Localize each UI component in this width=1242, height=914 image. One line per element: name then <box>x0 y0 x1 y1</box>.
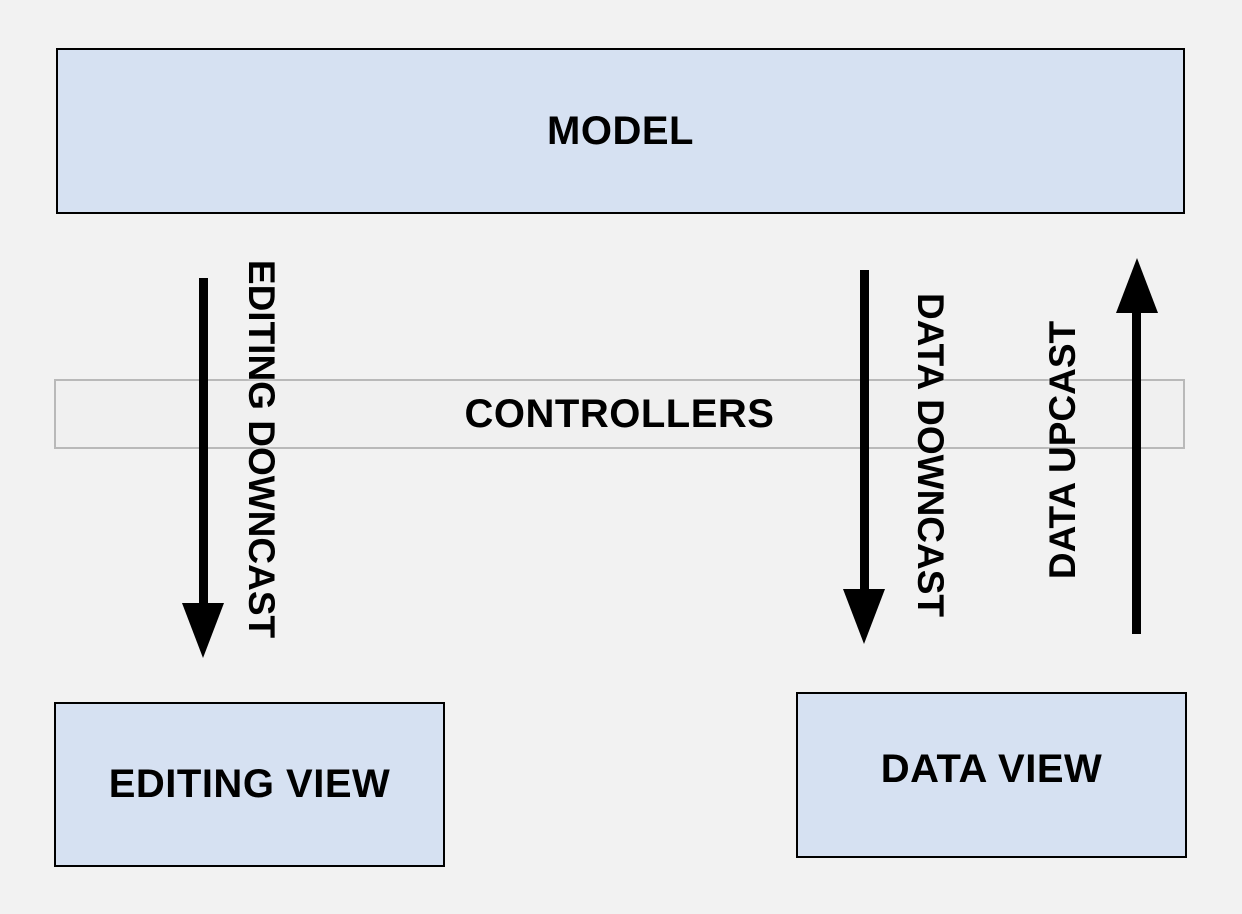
editing-downcast-arrow <box>199 278 208 606</box>
arrowhead-up-icon <box>1116 258 1158 313</box>
data-downcast-arrow <box>860 270 869 592</box>
data-view-label: DATA VIEW <box>880 746 1103 791</box>
controllers-label: CONTROLLERS <box>464 391 775 436</box>
arrowhead-down-icon <box>182 603 224 658</box>
editing-view-box: EDITING VIEW <box>54 702 445 867</box>
editing-downcast-label: EDITING DOWNCAST <box>241 259 282 639</box>
data-upcast-arrow <box>1132 310 1141 634</box>
data-upcast-label: DATA UPCAST <box>1042 320 1083 580</box>
model-label: MODEL <box>547 108 694 153</box>
arrowhead-down-icon <box>843 589 885 644</box>
data-view-box: DATA VIEW <box>796 692 1187 858</box>
model-box: MODEL <box>56 48 1185 214</box>
data-downcast-label: DATA DOWNCAST <box>910 292 951 618</box>
controllers-box: CONTROLLERS <box>54 379 1185 449</box>
editing-view-label: EDITING VIEW <box>108 762 391 806</box>
